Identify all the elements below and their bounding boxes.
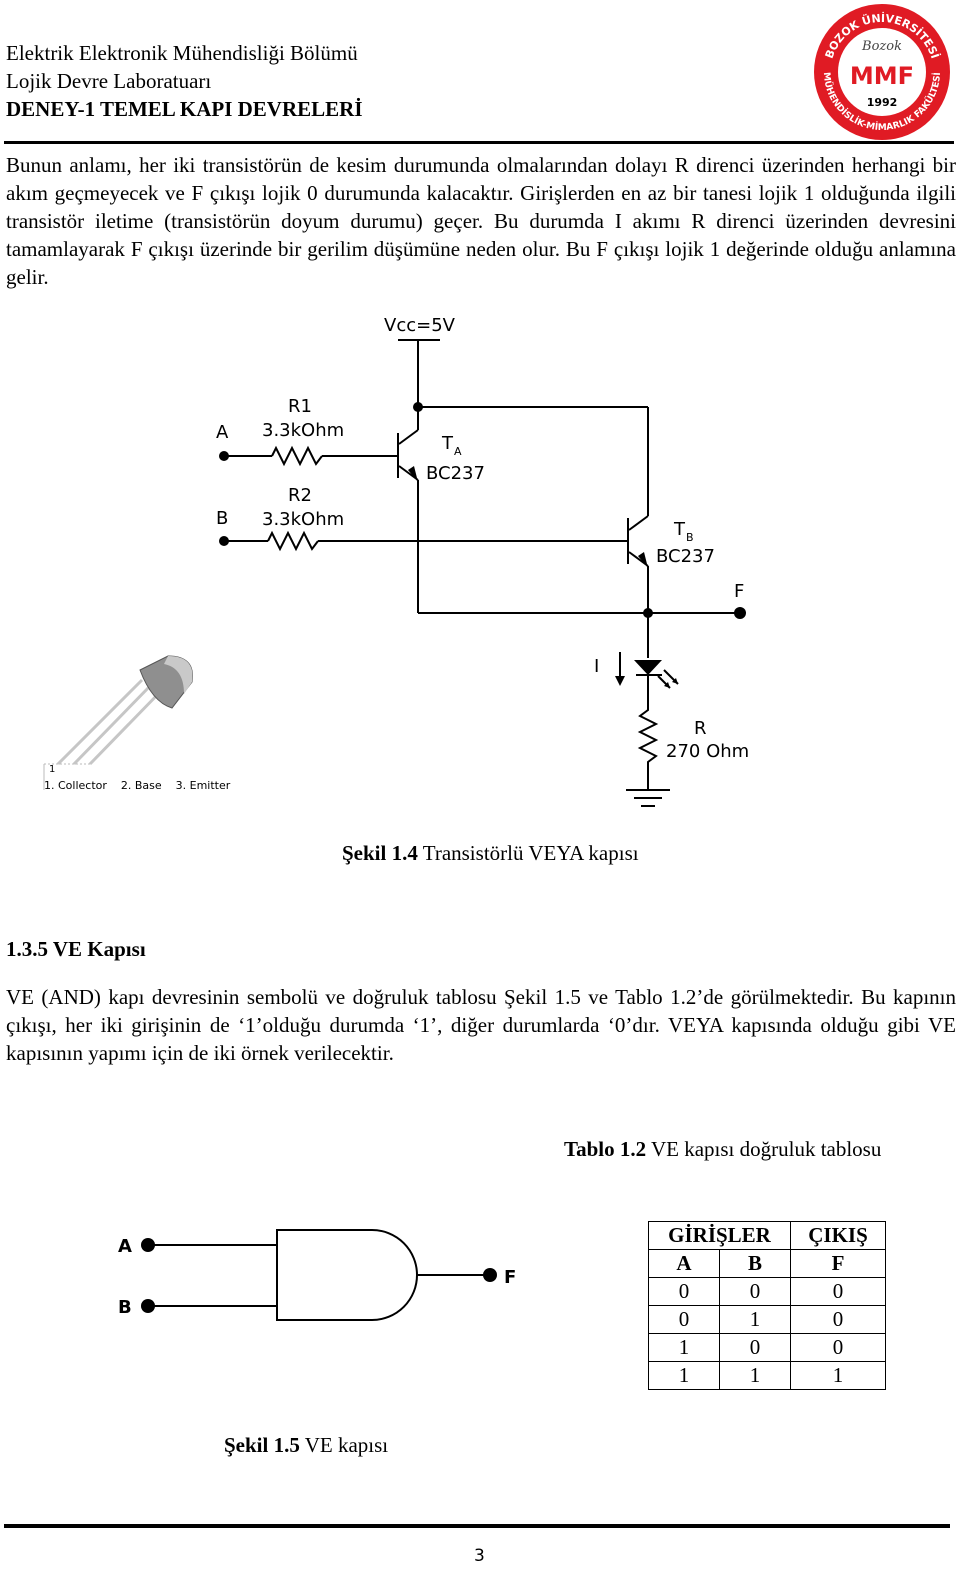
footer-divider bbox=[4, 1524, 950, 1528]
transistor-or-circuit: Vcc=5V A B R1 3.3kOhm R2 3.3kOhm T A BC2… bbox=[43, 315, 749, 807]
and-input-a-label: A bbox=[118, 1236, 132, 1257]
cell-a: 0 bbox=[648, 1305, 720, 1334]
truth-table-header-row: A B F bbox=[648, 1249, 886, 1278]
table-1-2-caption: Tablo 1.2 VE kapısı doğruluk tablosu bbox=[564, 1135, 881, 1163]
cell-a: 1 bbox=[648, 1333, 720, 1362]
cell-b: 1 bbox=[719, 1361, 791, 1390]
table-row: 0 0 0 bbox=[648, 1277, 886, 1306]
pinout-legend: 1. Collector 2. Base 3. Emitter bbox=[44, 779, 231, 792]
page-number: 3 bbox=[474, 1546, 485, 1566]
figure-1-5-number: Şekil 1.5 bbox=[224, 1433, 300, 1457]
lab-name: Lojik Devre Laboratuarı bbox=[6, 69, 212, 93]
and-gate-symbol: A B F bbox=[118, 1229, 516, 1321]
truth-table-output-header: ÇIKIŞ bbox=[790, 1221, 886, 1250]
r1-value: 3.3kOhm bbox=[262, 420, 344, 441]
intro-paragraph: Bunun anlamı, her iki transistörün de ke… bbox=[6, 153, 956, 289]
input-a-label: A bbox=[216, 422, 229, 443]
table-row: 1 1 1 bbox=[648, 1361, 886, 1390]
cell-b: 1 bbox=[719, 1305, 791, 1334]
output-f-label: F bbox=[734, 581, 744, 602]
figure-1-4-number: Şekil 1.4 bbox=[342, 841, 418, 865]
figure-1-5-text: VE kapısı bbox=[299, 1433, 389, 1457]
cell-f: 0 bbox=[790, 1277, 886, 1306]
column-header-b: B bbox=[719, 1249, 791, 1278]
r-value: 270 Ohm bbox=[666, 741, 749, 762]
cell-f: 0 bbox=[790, 1305, 886, 1334]
ta-name: T bbox=[441, 433, 454, 454]
figure-1-4-caption: Şekil 1.4 Transistörlü VEYA kapısı bbox=[342, 839, 639, 867]
experiment-title: DENEY-1 TEMEL KAPI DEVRELERİ bbox=[6, 97, 363, 121]
header-divider bbox=[4, 141, 954, 144]
ta-model: BC237 bbox=[426, 463, 485, 484]
ta-subscript: A bbox=[454, 445, 462, 458]
truth-table-group-row: GİRİŞLER ÇIKIŞ bbox=[648, 1221, 886, 1250]
table-1-2-text: VE kapısı doğruluk tablosu bbox=[646, 1137, 882, 1161]
logo-year: 1992 bbox=[867, 96, 898, 109]
cell-b: 0 bbox=[719, 1333, 791, 1362]
r2-value: 3.3kOhm bbox=[262, 509, 344, 530]
transistor-package-icon bbox=[56, 655, 193, 766]
current-label: I bbox=[594, 656, 599, 677]
figure-1-5-caption: Şekil 1.5 VE kapısı bbox=[224, 1431, 388, 1459]
and-output-f-label: F bbox=[504, 1267, 516, 1288]
section-title: 1.3.5 VE Kapısı bbox=[6, 937, 146, 961]
tb-model: BC237 bbox=[656, 546, 715, 567]
column-header-f: F bbox=[790, 1249, 886, 1278]
input-b-label: B bbox=[216, 508, 228, 529]
r-name: R bbox=[694, 718, 707, 739]
truth-table-inputs-header: GİRİŞLER bbox=[648, 1221, 791, 1250]
cell-a: 1 bbox=[648, 1361, 720, 1390]
logo-signature: Bozok bbox=[861, 39, 902, 54]
university-logo: BOZOK ÜNİVERSİTESİ MÜHENDİSLİK-MİMARLIK … bbox=[814, 4, 950, 140]
cell-b: 0 bbox=[719, 1277, 791, 1306]
column-header-a: A bbox=[648, 1249, 720, 1278]
cell-a: 0 bbox=[648, 1277, 720, 1306]
figure-1-4-text: Transistörlü VEYA kapısı bbox=[417, 841, 639, 865]
cell-f: 1 bbox=[790, 1361, 886, 1390]
tb-subscript: B bbox=[686, 531, 694, 544]
r2-name: R2 bbox=[288, 485, 312, 506]
table-row: 0 1 0 bbox=[648, 1305, 886, 1334]
pinout-number: 1 bbox=[49, 764, 55, 775]
table-row: 1 0 0 bbox=[648, 1333, 886, 1362]
and-gate-paragraph: VE (AND) kapı devresinin sembolü ve doğr… bbox=[6, 985, 956, 1065]
cell-f: 0 bbox=[790, 1333, 886, 1362]
table-1-2-number: Tablo 1.2 bbox=[564, 1137, 647, 1161]
logo-center-text: MMF bbox=[850, 62, 914, 90]
r1-name: R1 bbox=[288, 396, 312, 417]
and-input-b-label: B bbox=[118, 1297, 132, 1318]
tb-name: T bbox=[673, 519, 686, 540]
department-name: Elektrik Elektronik Mühendisliği Bölümü bbox=[6, 41, 358, 65]
vcc-label: Vcc=5V bbox=[384, 315, 456, 336]
truth-table: GİRİŞLER ÇIKIŞ A B F 0 0 0 0 1 0 1 0 0 1… bbox=[648, 1221, 886, 1390]
